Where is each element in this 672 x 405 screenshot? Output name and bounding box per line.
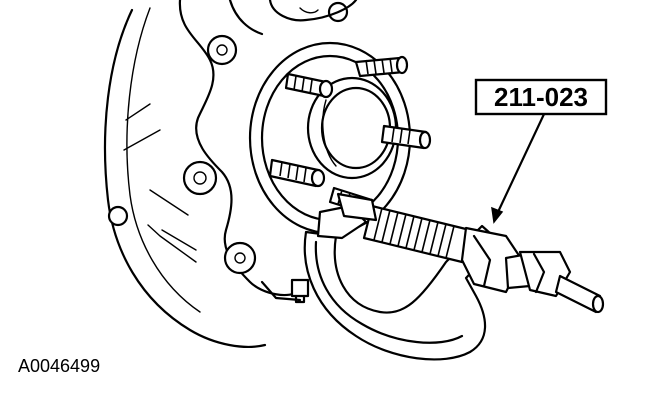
- callout-label: 211-023: [494, 82, 588, 112]
- c-frame-press-tool: [303, 192, 605, 361]
- wheel-stud-top: [354, 55, 409, 78]
- callout-leader-line: [496, 110, 547, 214]
- tool-callout: 211-023: [474, 78, 608, 116]
- wheel-stud-right: [380, 124, 432, 150]
- wheel-stud-left: [268, 158, 326, 188]
- callout-arrowhead: [491, 206, 504, 224]
- forcing-screw: [362, 204, 472, 264]
- figure-id: A0046499: [18, 356, 100, 376]
- wheel-stud-upper-left: [284, 72, 334, 99]
- callout-box: [474, 78, 608, 116]
- steering-knuckle: [103, 0, 358, 348]
